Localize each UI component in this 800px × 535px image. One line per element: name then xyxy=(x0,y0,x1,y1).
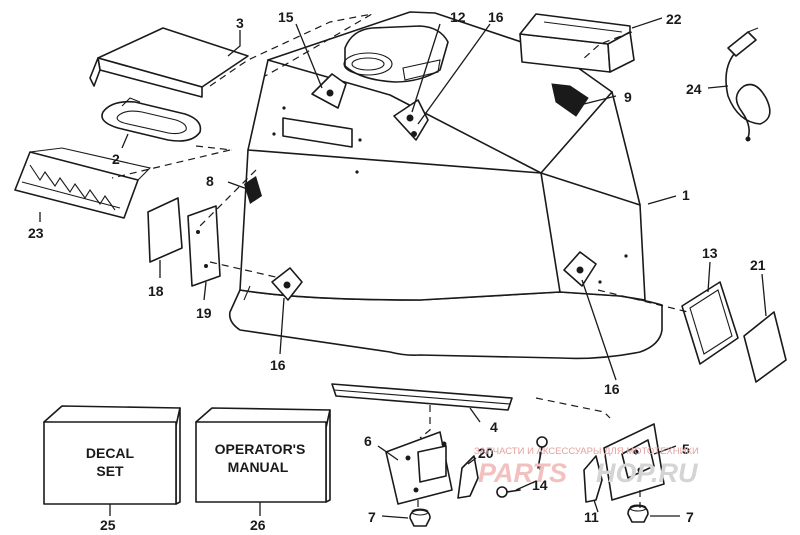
callout-leaders xyxy=(39,17,767,519)
part-cable xyxy=(725,27,771,142)
callout-21: 21 xyxy=(750,257,766,273)
callout-16-lower-right: 16 xyxy=(604,381,620,397)
watermark-brand-red: PARTS xyxy=(478,458,567,488)
assembly-dashed-lines xyxy=(111,13,689,510)
part-clip xyxy=(457,455,479,499)
callout-20: 20 xyxy=(478,445,494,461)
callout-7-left: 7 xyxy=(368,509,376,525)
part-side-seal xyxy=(244,176,262,204)
callout-24: 24 xyxy=(686,81,702,97)
callout-12: 12 xyxy=(450,9,466,25)
callout-15: 15 xyxy=(278,9,294,25)
operators-manual-label-line1: OPERATOR'S xyxy=(215,441,306,457)
part-clip-right xyxy=(583,455,603,503)
operators-manual-label-line2: MANUAL xyxy=(228,459,289,475)
callout-9: 9 xyxy=(624,89,632,105)
callout-8: 8 xyxy=(206,173,214,189)
callout-13: 13 xyxy=(702,245,718,261)
decal-set-label-line1: DECAL xyxy=(86,445,135,461)
callout-6: 6 xyxy=(364,433,372,449)
callout-25: 25 xyxy=(100,517,116,533)
part-latch-center xyxy=(393,99,429,141)
decal-set-box: DECAL SET xyxy=(43,405,181,505)
callout-1: 1 xyxy=(682,187,690,203)
part-intake-housing xyxy=(519,13,635,73)
decal-set-label-line2: SET xyxy=(96,463,124,479)
part-latch-lower-left xyxy=(271,267,303,301)
part-decal-strip xyxy=(551,83,589,117)
watermark-brand-grey: HOP.RU xyxy=(596,458,699,488)
callout-5: 5 xyxy=(682,441,690,457)
part-grommet-right xyxy=(627,504,649,523)
part-mount-bracket-left xyxy=(385,431,453,505)
part-screw-lower xyxy=(496,486,521,498)
callout-19: 19 xyxy=(196,305,212,321)
part-top-cover xyxy=(89,27,249,98)
part-latch-lower-right xyxy=(563,251,597,287)
watermark: ЗАПЧАСТИ И АКСЕССУАРЫ ДЛЯ МОТОТЕХНИКИ PA… xyxy=(474,446,699,488)
callout-11: 11 xyxy=(584,509,599,525)
part-plate xyxy=(147,197,183,263)
callout-4: 4 xyxy=(490,419,498,435)
callout-22: 22 xyxy=(666,11,682,27)
watermark-tagline: ЗАПЧАСТИ И АКСЕССУАРЫ ДЛЯ МОТОТЕХНИКИ xyxy=(474,446,699,457)
callout-23: 23 xyxy=(28,225,44,241)
part-mount-bracket-right xyxy=(603,423,665,501)
callout-16-top: 16 xyxy=(488,9,504,25)
callout-26: 26 xyxy=(250,517,266,533)
part-latch-left xyxy=(311,73,347,109)
operators-manual-box: OPERATOR'S MANUAL xyxy=(195,407,331,503)
part-grommet-left xyxy=(409,508,431,527)
part-window-frame xyxy=(681,281,739,365)
part-bottom-seal xyxy=(331,383,513,411)
part-window-glass xyxy=(743,311,787,383)
callout-7-right: 7 xyxy=(686,509,694,525)
callout-2: 2 xyxy=(112,151,120,167)
callout-16-lower-left: 16 xyxy=(270,357,286,373)
callout-18: 18 xyxy=(148,283,164,299)
part-gasket xyxy=(101,97,202,142)
callout-14: 14 xyxy=(532,477,548,493)
callout-3: 3 xyxy=(236,15,244,31)
part-bracket xyxy=(187,205,221,287)
callout-numbers: 1 2 3 4 5 6 7 7 8 9 11 12 13 14 15 16 16… xyxy=(28,9,766,533)
part-grille xyxy=(14,147,152,219)
